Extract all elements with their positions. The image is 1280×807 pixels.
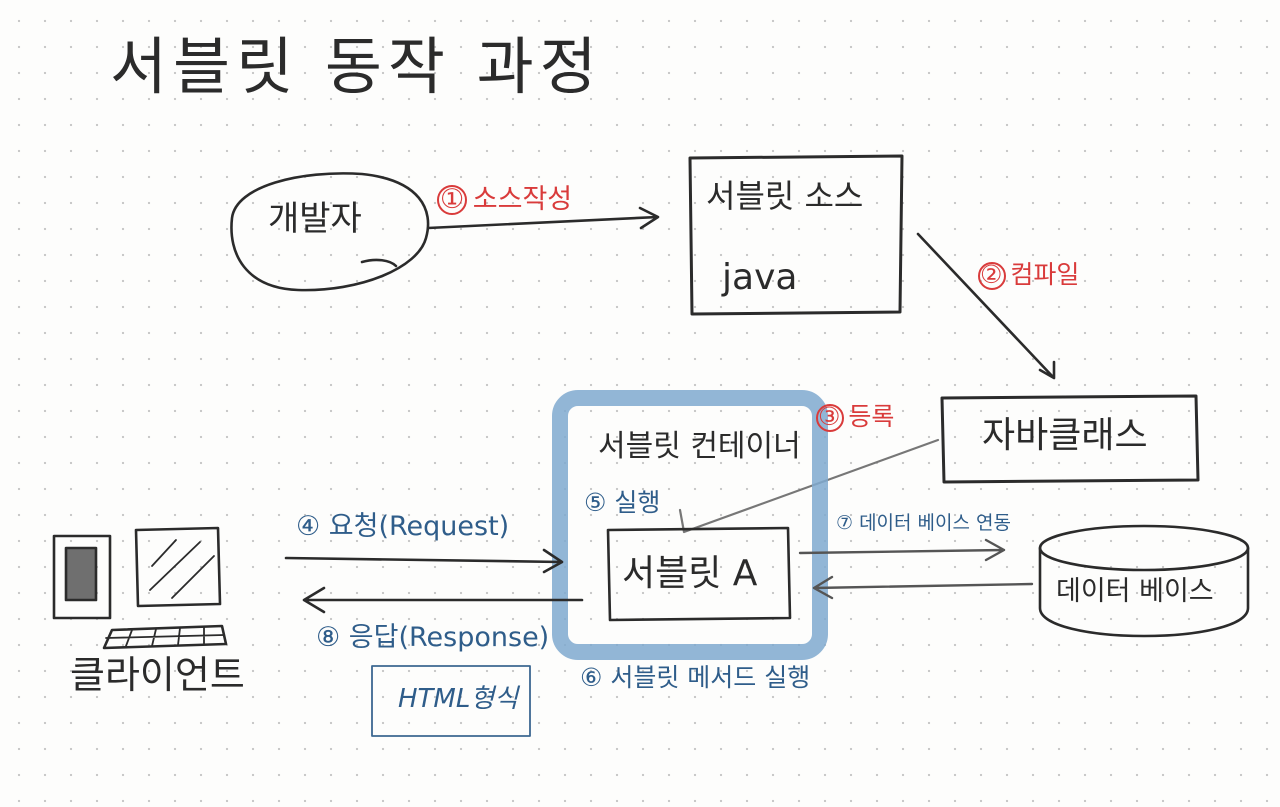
- arrow-request: [284, 548, 564, 574]
- step-1-label: ① 소스작성: [440, 184, 573, 215]
- step-1-circle: [437, 185, 467, 215]
- html-format-box: [371, 665, 531, 737]
- arrow-db-link: [798, 538, 1006, 562]
- arrow-compile: [916, 232, 1056, 380]
- java-class-label: 자바클래스: [982, 415, 1148, 456]
- arrow-db-return: [812, 575, 1034, 600]
- step-6-label: ⑥ 서블릿 메서드 실행: [580, 663, 811, 692]
- java-class-box: [940, 394, 1200, 484]
- step-2-circle: [978, 262, 1006, 290]
- client-computer-icon: [52, 526, 228, 650]
- step-4-label: ④ 요청(Request): [296, 511, 510, 542]
- client-label: 클라이언트: [70, 653, 245, 697]
- step-3-label: ③ 등록: [818, 402, 895, 431]
- step-3-circle: [816, 404, 844, 432]
- step-8-label: ⑧ 응답(Response): [316, 622, 550, 653]
- servlet-a-box: [606, 526, 792, 622]
- page-title: 서블릿 동작 과정: [110, 30, 603, 103]
- servlet-source-box: [688, 154, 904, 316]
- servlet-container-label: 서블릿 컨테이너: [598, 429, 801, 464]
- step-7-label: ⑦ 데이터 베이스 연동: [836, 512, 1011, 534]
- servlet-container-box: [552, 390, 828, 660]
- step-2-label: ② 컴파일: [980, 260, 1080, 289]
- servlet-source-sublabel: java: [722, 257, 798, 298]
- developer-ellipse: [230, 172, 430, 292]
- database-label: 데이터 베이스: [1056, 576, 1214, 607]
- step-5-label: ⑤ 실행: [584, 488, 661, 517]
- developer-label: 개발자: [268, 199, 362, 239]
- html-format-label: HTML형식: [398, 684, 519, 714]
- arrow-source-write: [426, 206, 660, 230]
- servlet-source-label: 서블릿 소스: [706, 177, 864, 215]
- arrow-response: [302, 586, 584, 614]
- database-cylinder: [1038, 524, 1250, 638]
- servlet-a-label: 서블릿 A: [622, 553, 758, 594]
